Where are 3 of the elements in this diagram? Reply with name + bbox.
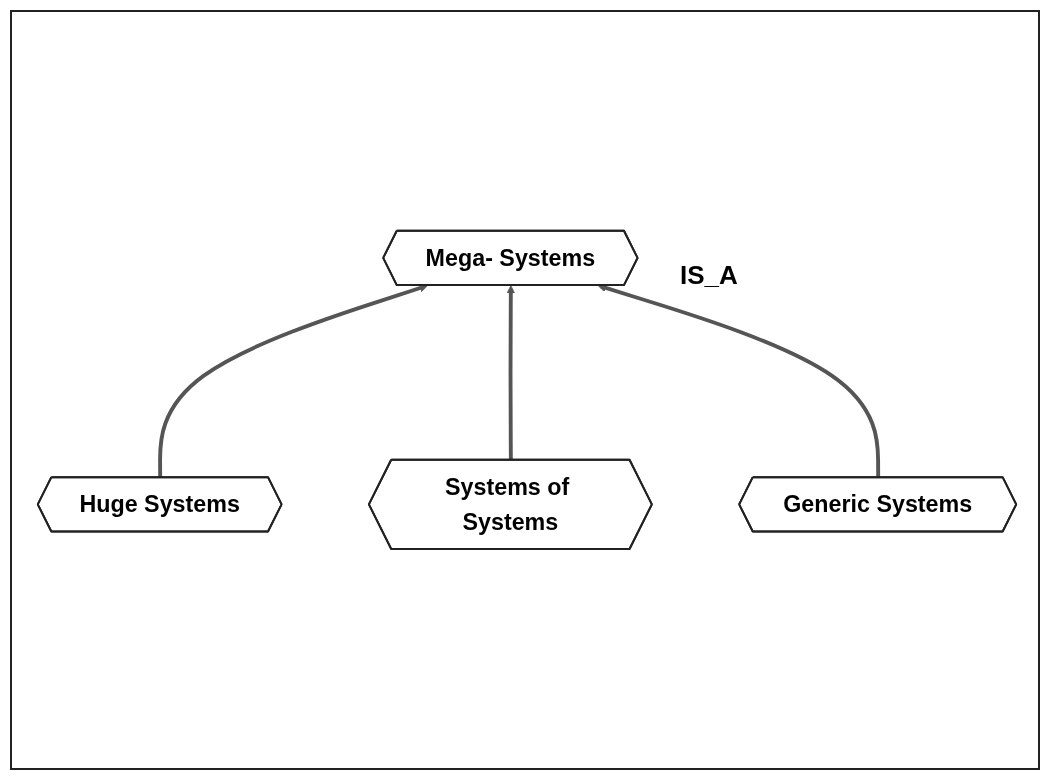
arrow bbox=[506, 285, 516, 461]
relation-label: IS_A bbox=[680, 260, 738, 291]
arrow bbox=[158, 284, 429, 478]
